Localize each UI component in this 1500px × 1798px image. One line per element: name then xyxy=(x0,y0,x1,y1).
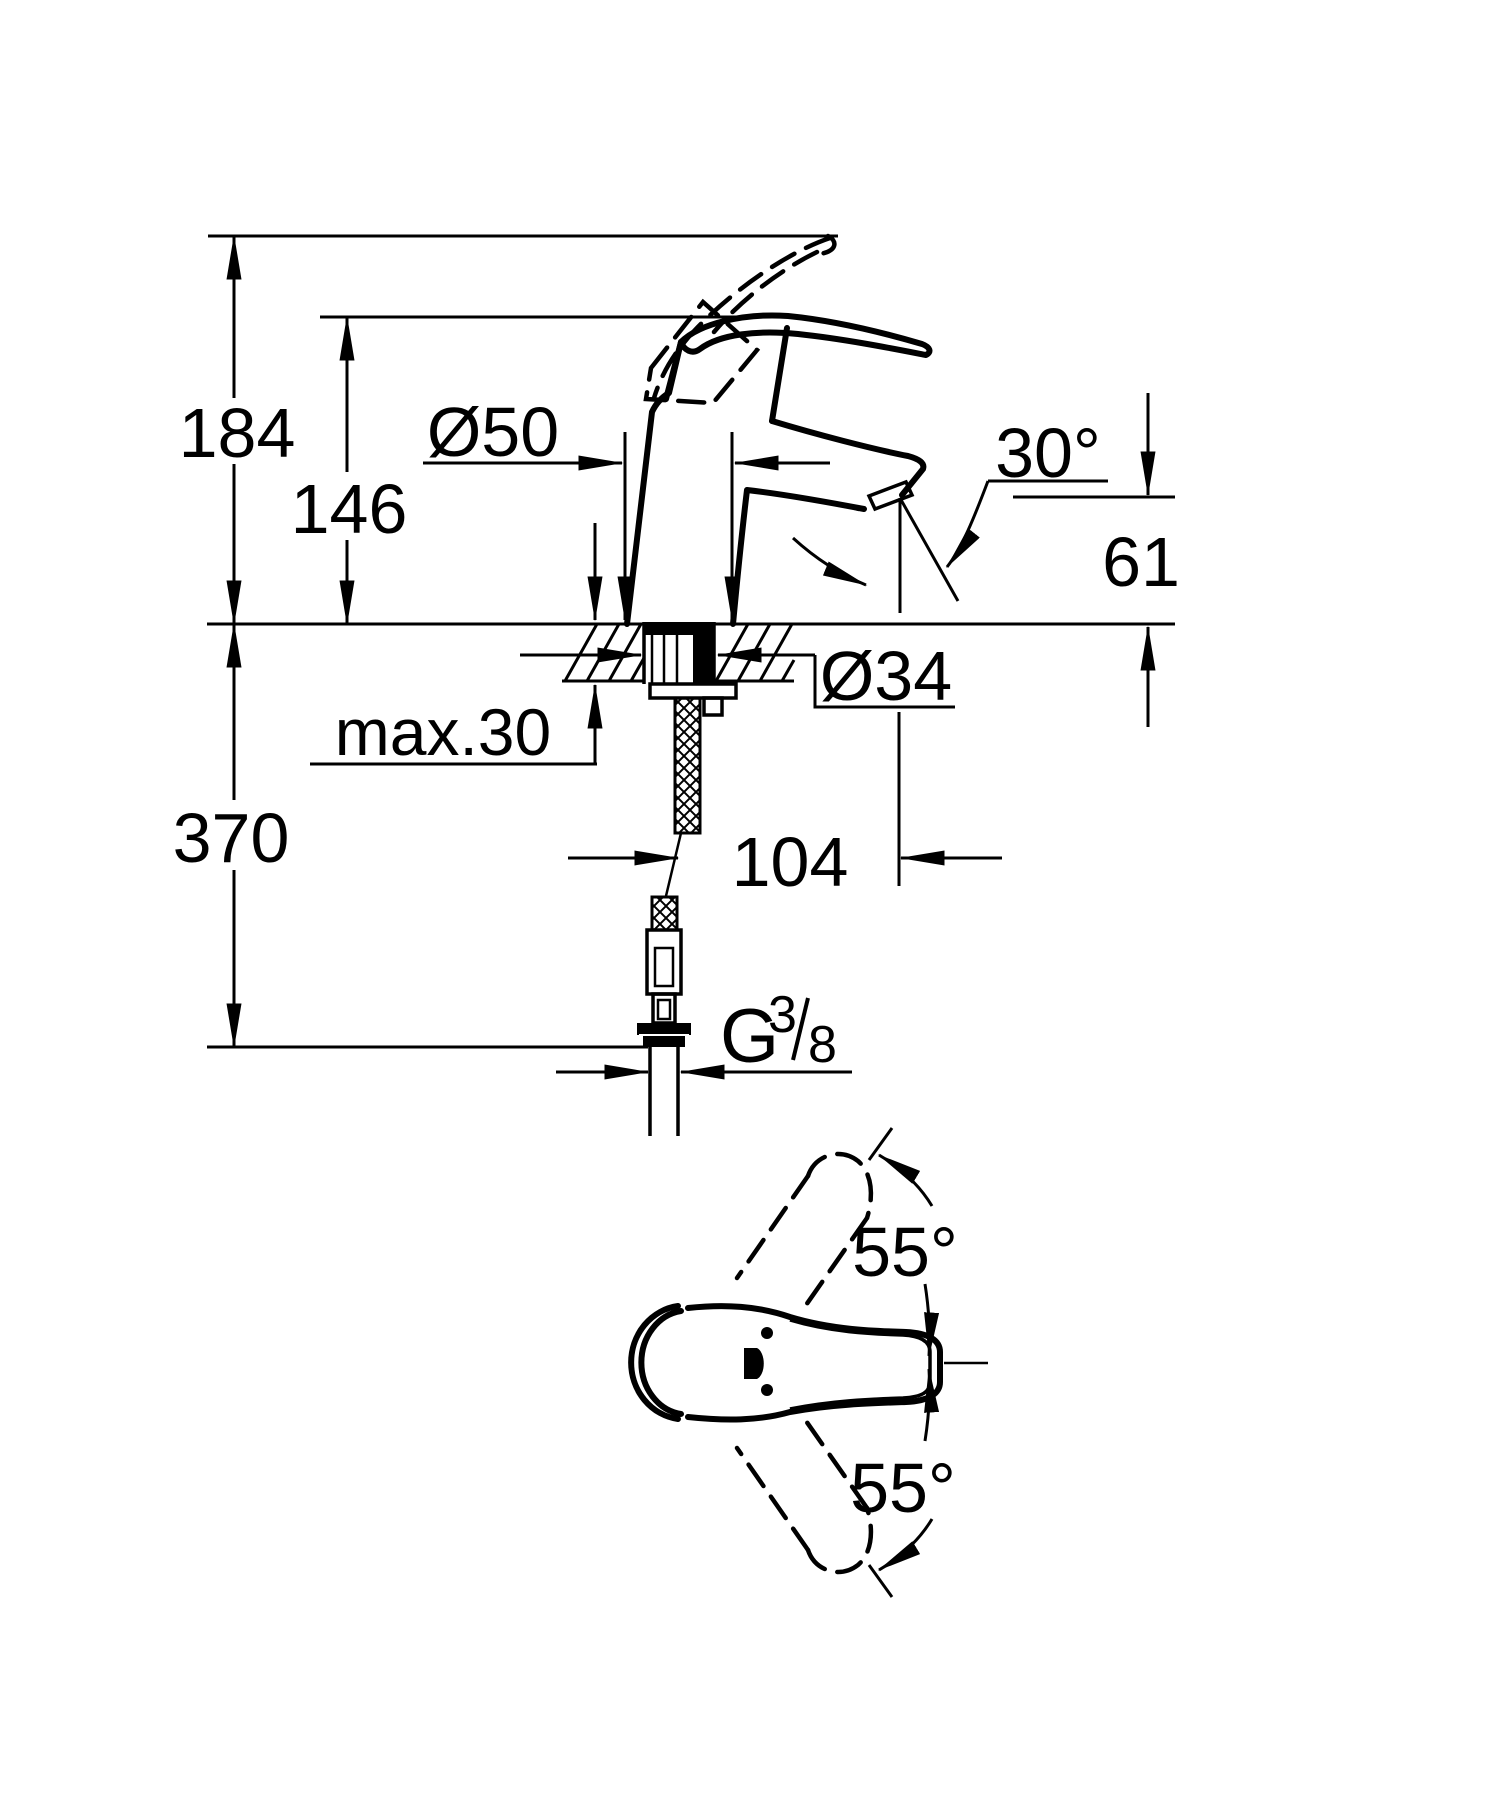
dim-overall-height-label: 184 xyxy=(179,394,296,472)
dim-swing-up: 55° xyxy=(852,1127,958,1358)
flex-hose-upper xyxy=(673,696,702,835)
dim-hole-diameter-label: Ø34 xyxy=(820,637,952,715)
handle-plan-view xyxy=(628,1303,988,1423)
dim-hose-length-label: 370 xyxy=(173,799,290,877)
cap-outer-arc xyxy=(628,1303,681,1422)
washer xyxy=(648,682,738,700)
top-view: 55° 55° xyxy=(628,1127,988,1598)
dim-deck-thickness: max.30 xyxy=(310,523,603,769)
dim-overall-height: 184 xyxy=(172,234,302,626)
thread-letter: G xyxy=(720,994,779,1079)
flex-hose-lower xyxy=(650,895,679,932)
dim-outlet-height-label: 61 xyxy=(1102,523,1180,601)
dim-spout-reach-label: 104 xyxy=(732,823,849,901)
reference-lines xyxy=(207,234,1175,1049)
handle-raised-dashed xyxy=(643,233,837,406)
dim-hole-diameter: Ø34 xyxy=(520,637,955,715)
dim-outlet-height: 61 xyxy=(1102,393,1180,727)
dim-base-diameter-label: Ø50 xyxy=(427,393,559,471)
dim-swing-up-label: 55° xyxy=(852,1213,958,1291)
dim-spout-reach: 104 xyxy=(568,712,1002,901)
spout-angle-incline-line xyxy=(898,497,960,602)
dim-swing-down: 55° xyxy=(850,1367,956,1598)
cap-inner-arc xyxy=(638,1308,684,1417)
dim-spout-angle: 30° xyxy=(791,414,1108,613)
dim-swing-down-label: 55° xyxy=(850,1449,956,1527)
dim-handle-height: 146 xyxy=(283,315,413,626)
handle-swung-up-dashed xyxy=(734,1151,874,1308)
shank-detail xyxy=(693,635,714,684)
dim-base-diameter: Ø50 xyxy=(423,393,830,622)
dim-handle-height-label: 146 xyxy=(291,470,408,548)
aerator xyxy=(866,479,915,512)
hose-fitting xyxy=(645,928,683,996)
dim-hose-length: 370 xyxy=(168,622,298,1049)
flow-direction-arc xyxy=(791,536,868,587)
dim-deck-thickness-label: max.30 xyxy=(335,695,551,769)
dim-thread: G 3 8 xyxy=(556,986,852,1080)
handle-swung-down-dashed xyxy=(734,1418,874,1575)
handle-indicator xyxy=(744,1348,764,1379)
handle-side-view xyxy=(678,312,933,358)
mounting-hardware xyxy=(637,622,738,1136)
faucet-body xyxy=(624,312,933,627)
thread-denominator: 8 xyxy=(808,1016,837,1074)
dim-spout-angle-label: 30° xyxy=(995,414,1101,492)
thread-slash xyxy=(791,997,810,1061)
front-view: 184 146 370 Ø50 max.30 xyxy=(168,233,1180,1136)
thread-numerator: 3 xyxy=(768,986,797,1044)
connector-nut xyxy=(637,1023,691,1035)
